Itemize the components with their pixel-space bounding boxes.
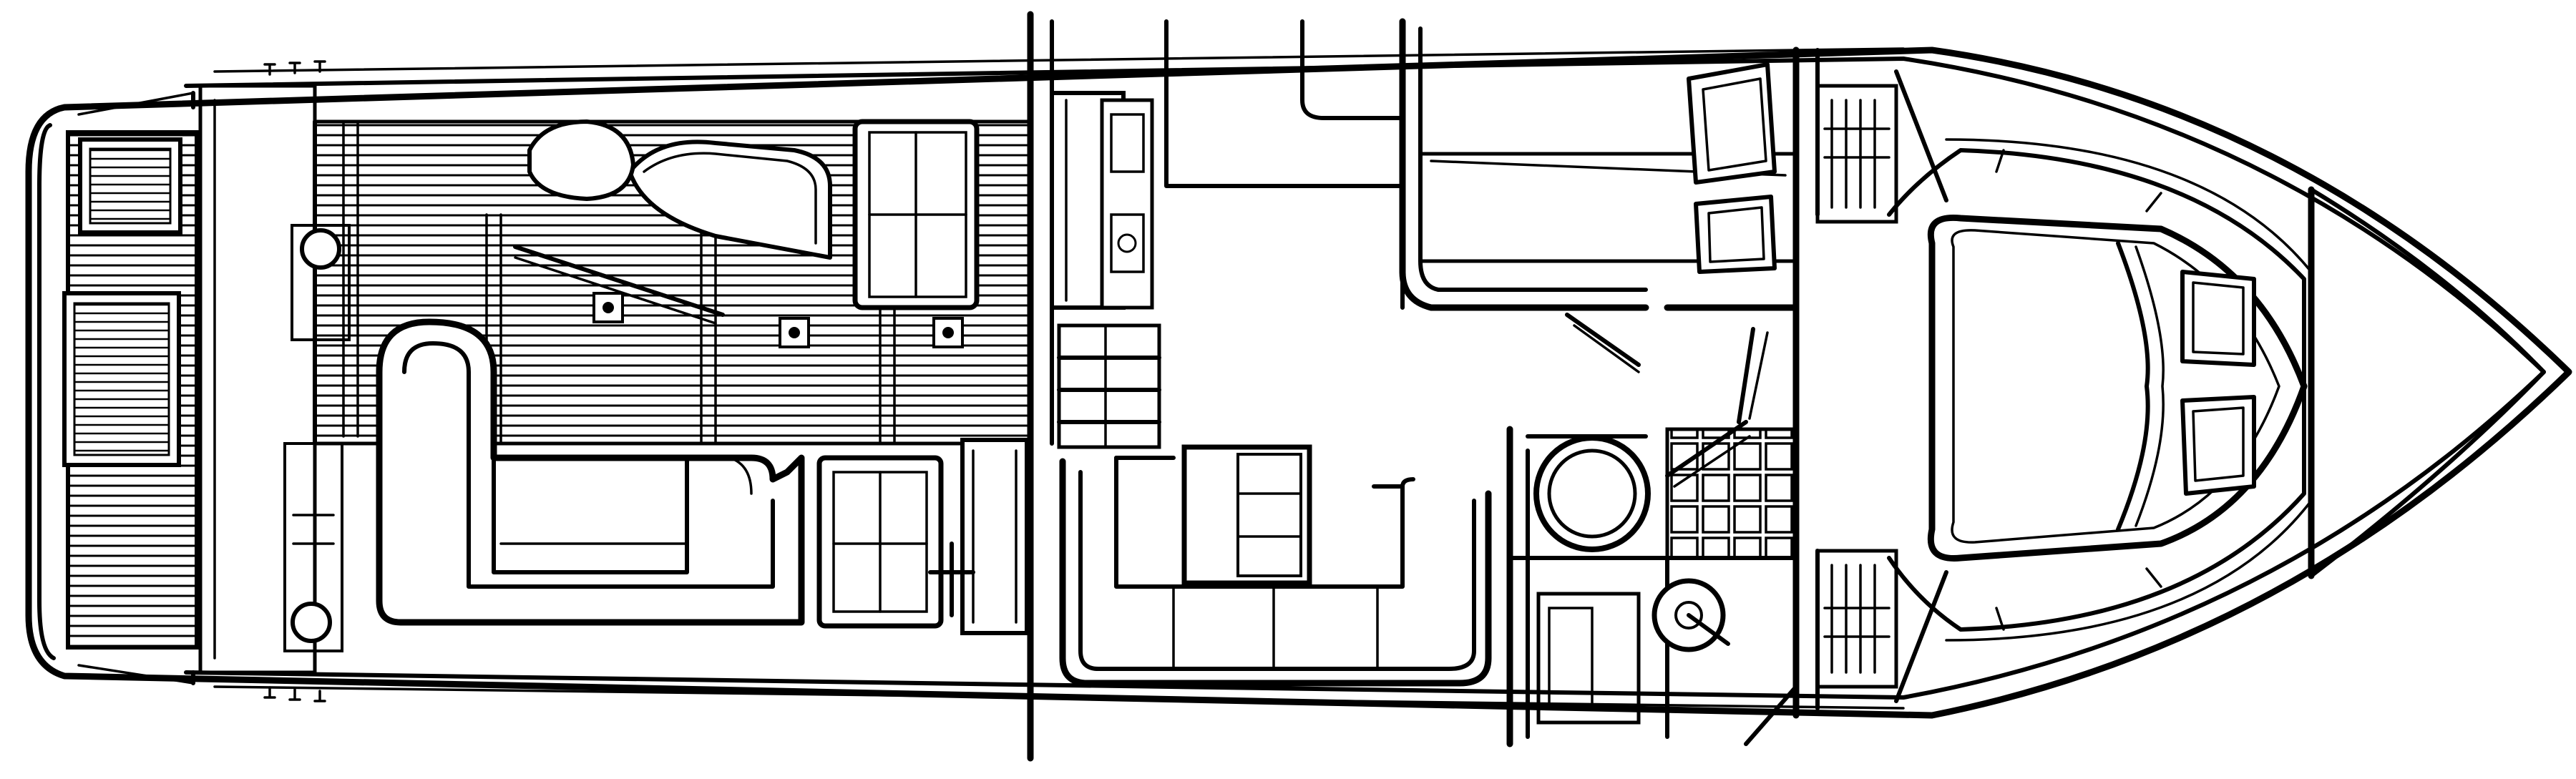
transom [37,91,195,685]
platform-hatch [62,291,181,467]
cleat-icon [263,686,326,702]
head-bulkhead [1744,556,1798,746]
galley-counter [1100,98,1154,310]
companionway-steps [1057,323,1161,449]
forward-bulkhead [1792,46,1820,719]
side-deck [198,84,317,675]
pillow-icon [1694,195,1777,274]
helm-console [628,139,832,260]
drain-icon [779,317,810,348]
grill-unit [960,438,1029,635]
shower-icon [1526,434,1651,552]
cockpit-seat [816,455,944,629]
steering-bar [513,245,725,325]
hanging-locker [1815,549,1898,689]
pillow-icon [2180,395,2256,496]
cockpit-table-leg [928,542,975,617]
anchor-locker [2308,186,2546,579]
forward-door [1737,327,1769,424]
v-berth [1927,214,2308,562]
head-vanity [1536,592,1641,725]
winch-icon [283,442,343,652]
cleat-icon [263,60,326,76]
dinette-settee [1059,456,1492,687]
cabin-door [1565,313,1641,373]
forward-cabin-sole [1894,69,1948,703]
drain-icon [592,292,624,323]
helm-pod [852,119,980,310]
head-door [1665,420,1751,488]
helm-seat [527,119,635,201]
platform-hatch [78,137,182,235]
salon-bulkhead [1027,11,1054,762]
dinette-table [1181,444,1312,586]
cockpit-lounge [376,318,805,626]
v-berth-hull-ledge [1887,138,2313,642]
winch-icon [291,224,351,341]
pillow-icon [1687,62,1777,185]
pillow-icon [2180,270,2256,367]
drain-icon [932,317,964,348]
berth-backrest [2116,241,2165,531]
toilet-icon [1652,578,1730,652]
hanging-locker [1815,84,1898,224]
